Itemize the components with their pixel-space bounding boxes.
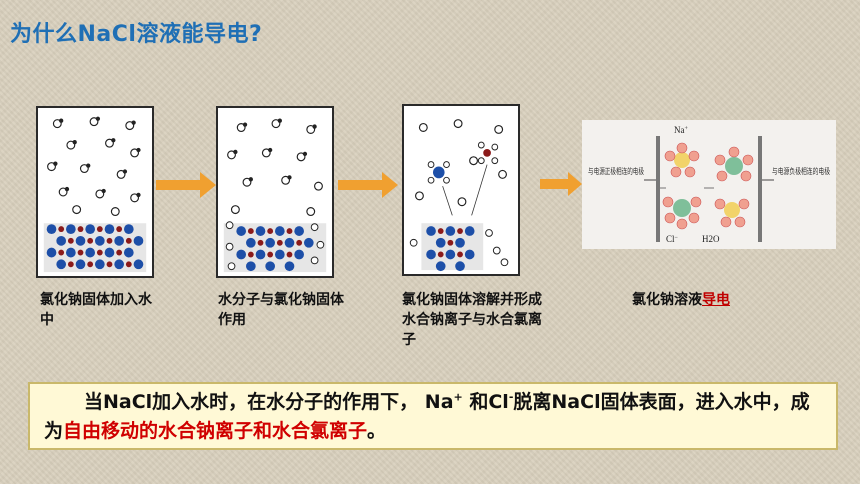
summary-part-1: 当NaCl加入水时，在水分子的作用下， Na (84, 391, 454, 413)
summary-end: 。 (367, 420, 387, 442)
arrow-right-icon (338, 172, 398, 198)
arrow-right-icon (540, 172, 582, 196)
caption-step-3: 氯化钠固体溶解并形成水合钠离子与水合氯离子 (402, 292, 542, 348)
beaker-1-illustration (43, 116, 147, 273)
caption-step-4-text: 氯化钠溶液 (632, 292, 702, 308)
summary-part-2: 和Cl (462, 391, 509, 413)
caption-step-2: 水分子与氯化钠固体作用 (218, 292, 344, 328)
beaker-nacl-added (36, 106, 154, 278)
page-title: 为什么NaCl溶液能导电? (10, 22, 263, 47)
summary-part-3: 脱离NaCl固体表面，进入水中，成为 (44, 391, 810, 442)
na-ion-label: Na+ (674, 125, 689, 135)
cl-superscript: - (508, 390, 514, 404)
beaker-water-interaction (216, 106, 334, 278)
summary-box: 当NaCl加入水时，在水分子的作用下， Na+ 和Cl-脱离NaCl固体表面，进… (28, 382, 838, 450)
summary-highlight: 自由移动的水合钠离子和水合氯离子 (63, 420, 368, 442)
beaker-dissolving (402, 104, 520, 276)
water-label: H2O (702, 234, 720, 244)
nacl-solution-conduction-diagram: Na+ Cl− H2O 与电源正极相连的电极 与电源负极相连的电极 (582, 120, 836, 249)
na-superscript: + (453, 390, 463, 404)
caption-step-4: 氯化钠溶液导电 (632, 290, 782, 310)
right-electrode-label: 与电源负极相连的电极 (772, 166, 830, 176)
cl-ion-label: Cl− (666, 234, 679, 244)
caption-step-1: 氯化钠固体加入水中 (40, 292, 152, 328)
arrow-right-icon (156, 172, 216, 198)
caption-step-4-highlight: 导电 (702, 292, 730, 308)
beaker-2-illustration (223, 118, 327, 273)
left-electrode-label: 与电源正极相连的电极 (588, 166, 644, 176)
beaker-3-illustration (409, 119, 509, 272)
